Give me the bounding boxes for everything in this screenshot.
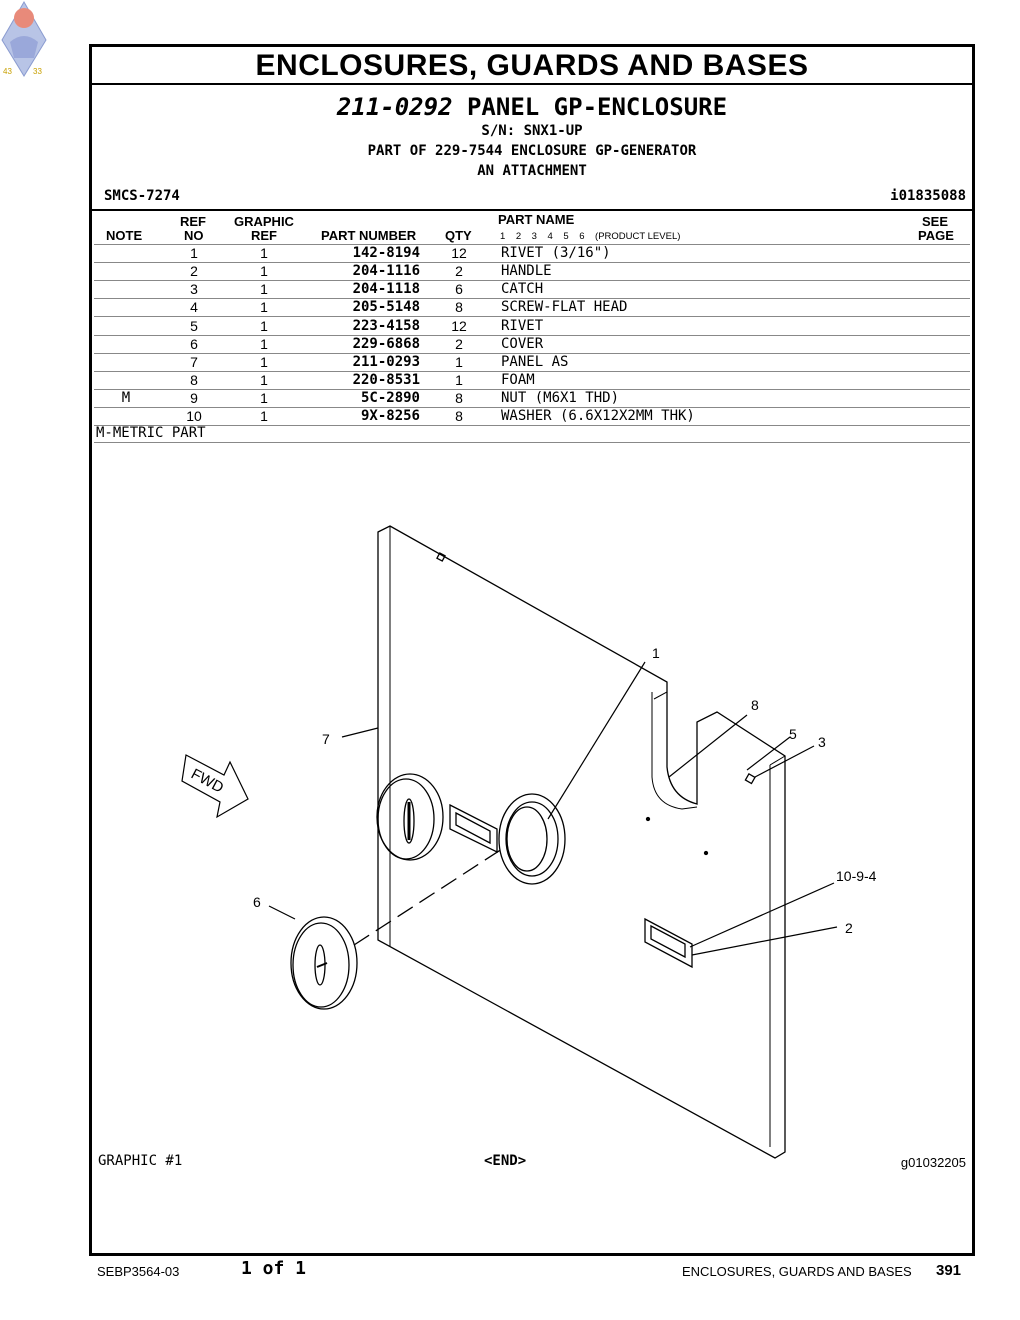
- footer-doc-number: SEBP3564-03: [97, 1264, 180, 1279]
- callout-10-9-4: 10-9-4: [836, 868, 877, 884]
- part-of-line: PART OF 229-7544 ENCLOSURE GP-GENERATOR: [367, 143, 697, 159]
- callout-3: 3: [818, 734, 826, 750]
- header-graphic-bottom: REF: [251, 228, 277, 243]
- header-ref-top: REF: [180, 214, 206, 229]
- handle-right: [644, 917, 693, 969]
- header-see-bottom: PAGE: [918, 228, 954, 243]
- header-see-top: SEE: [922, 214, 949, 229]
- header-note: NOTE: [106, 228, 143, 243]
- logo-right-number: 33: [33, 67, 42, 76]
- illustration-id: i01835088: [890, 188, 966, 204]
- callout-1: 1: [652, 645, 660, 661]
- callout-2: 2: [845, 920, 853, 936]
- header-ref-bottom: NO: [184, 228, 204, 243]
- graphic-id: g01032205: [900, 1155, 966, 1170]
- document-title: ENCLOSURES, GUARDS AND BASES: [92, 47, 972, 85]
- end-marker: <END>: [484, 1153, 527, 1169]
- callout-5: 5: [789, 726, 797, 742]
- header-part-name: PART NAME: [498, 212, 575, 227]
- logo: 43 33: [1, 1, 47, 77]
- panel-outline: [377, 525, 786, 1159]
- callout-7: 7: [322, 731, 330, 747]
- serial-number: S/N: SNX1-UP: [481, 123, 583, 139]
- footer-page-of: 1 of 1: [241, 1258, 307, 1279]
- callout-8: 8: [751, 697, 759, 713]
- footnote-rule: [94, 442, 970, 443]
- header-graphic-top: GRAPHIC: [234, 214, 294, 229]
- fwd-arrow: FWD: [181, 754, 249, 819]
- exploded-view-diagram: FWD 1 8 5 3 7 10-9-4 2 6: [181, 525, 877, 1159]
- header-part-number: PART NUMBER: [321, 228, 417, 243]
- smcs-code: SMCS-7274: [104, 188, 180, 204]
- logo-left-number: 43: [3, 67, 12, 76]
- footer-section: ENCLOSURES, GUARDS AND BASES: [682, 1264, 912, 1279]
- attachment-line: AN ATTACHMENT: [477, 163, 587, 179]
- graphic-number: GRAPHIC #1: [98, 1153, 183, 1169]
- footer-page-number: 391: [936, 1262, 962, 1279]
- page-frame: ENCLOSURES, GUARDS AND BASES 211-0292 PA…: [89, 44, 975, 1256]
- part-title: 211-0292 PANEL GP-ENCLOSURE: [92, 93, 972, 121]
- header-product-levels: 1 2 3 4 5 6 (PRODUCT LEVEL): [500, 231, 681, 242]
- header-qty: QTY: [445, 228, 472, 243]
- callout-6: 6: [253, 894, 261, 910]
- table-top-rule: [92, 209, 972, 211]
- part-title-number: 211-0292: [336, 93, 453, 121]
- part-title-name: PANEL GP-ENCLOSURE: [466, 93, 728, 121]
- loose-cover: [290, 916, 358, 1010]
- cover-panel-left: [376, 773, 444, 861]
- metric-footnote: M-METRIC PART: [96, 425, 206, 441]
- header-rule: [94, 244, 970, 245]
- ring-flange: [498, 793, 566, 885]
